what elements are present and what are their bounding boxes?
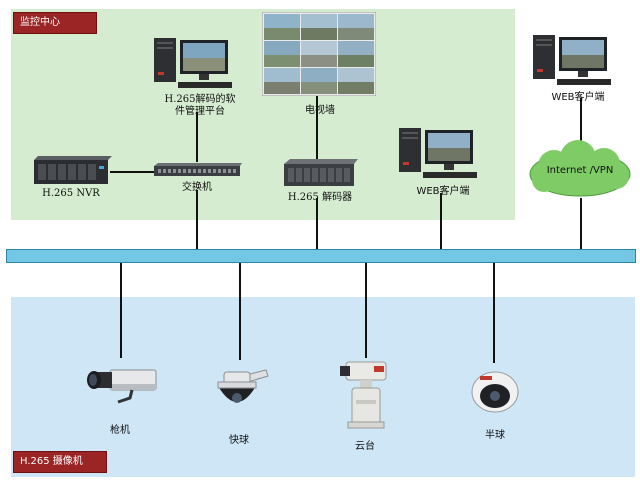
platform-label-line2: 件管理平台 — [175, 106, 225, 117]
network-switch-icon — [152, 162, 242, 178]
desktop-computer-icon — [397, 126, 479, 182]
cloud-bus-link — [580, 198, 582, 249]
camera-zone-tag: H.265 摄像机 — [13, 451, 107, 473]
bullet-bus-link — [120, 263, 122, 358]
nvr-switch-link — [110, 171, 154, 173]
internet-vpn-label: Internet /VPN — [546, 165, 614, 176]
bullet-camera-icon — [82, 364, 162, 406]
decoder-label: H.265 解码器 — [287, 192, 353, 203]
video-wall-icon — [262, 12, 376, 96]
dome-camera-icon — [470, 368, 520, 414]
tvwall-decoder-link — [316, 95, 318, 160]
platform-switch-link — [196, 112, 198, 162]
switch-label: 交换机 — [182, 182, 212, 193]
speeddome-bus-link — [239, 263, 241, 360]
dome-bus-link — [493, 263, 495, 363]
tv-wall-label: 电视墙 — [305, 105, 335, 116]
bullet-camera-label: 枪机 — [110, 425, 130, 436]
server-rack-icon — [30, 156, 112, 186]
ptz-bus-link — [365, 263, 367, 358]
webclient-bus-link — [440, 193, 442, 249]
desktop-computer-icon — [152, 36, 234, 92]
switch-bus-link — [196, 190, 198, 249]
web-client-inner-label: WEB客户端 — [416, 186, 470, 197]
ptz-camera-label: 云台 — [355, 441, 375, 452]
web-client-remote-label: WEB客户端 — [551, 92, 605, 103]
speed-dome-label: 快球 — [229, 435, 249, 446]
nvr-label: H.265 NVR — [42, 188, 100, 199]
platform-label-line1: H.265解码的软 — [164, 94, 236, 105]
speed-dome-camera-icon — [208, 362, 270, 414]
ptz-camera-icon — [338, 356, 394, 430]
monitor-center-tag: 监控中心 — [13, 12, 97, 34]
dome-camera-label: 半球 — [485, 430, 505, 441]
desktop-computer-icon — [531, 33, 613, 89]
cloud-icon — [526, 140, 634, 202]
remote-cloud-link — [580, 98, 582, 142]
decoder-box-icon — [282, 158, 358, 188]
network-bus — [6, 249, 636, 263]
decoder-bus-link — [316, 198, 318, 249]
